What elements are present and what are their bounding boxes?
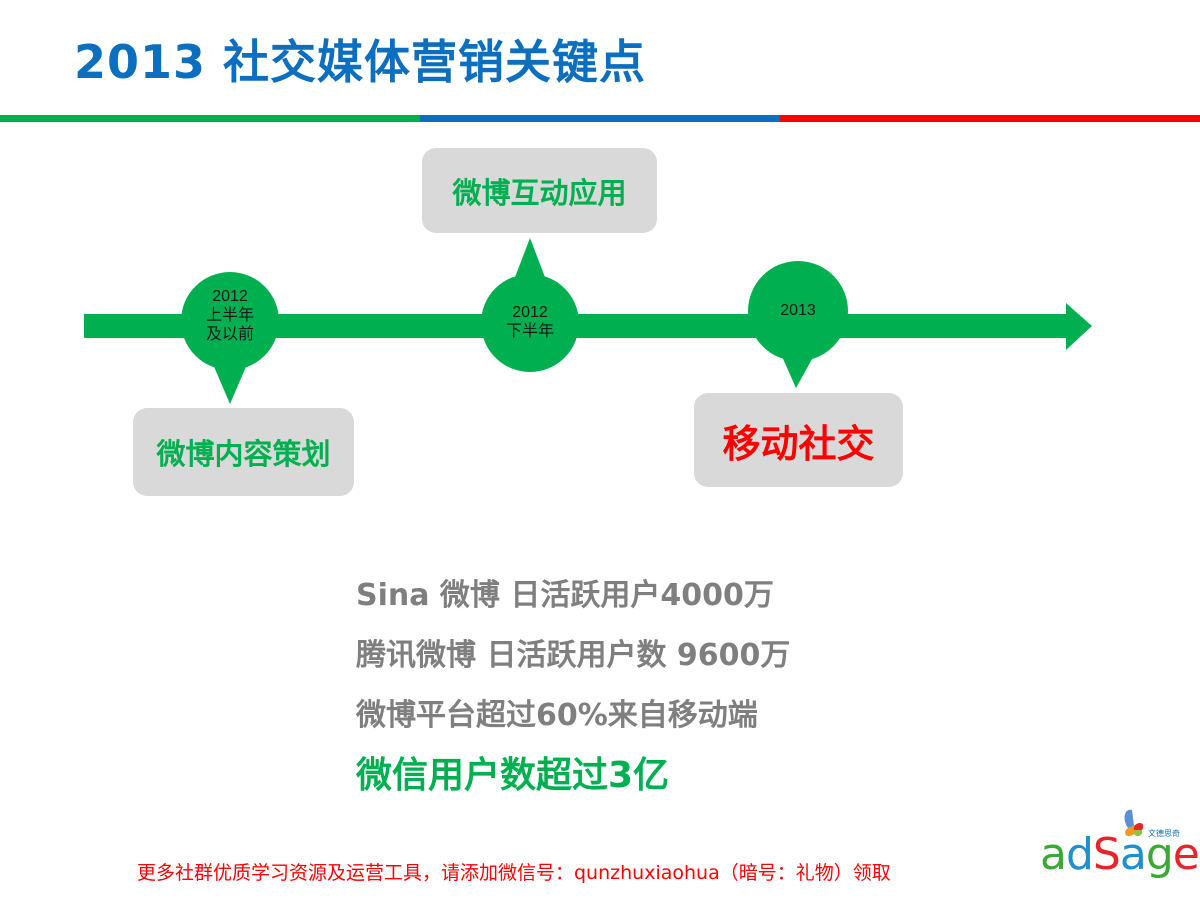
node-period: 上半年 [205,307,254,324]
node-label-2012-h2: 2012 下半年 [490,303,570,341]
pointer-down-icon [212,362,248,404]
pointer-down-icon [780,352,816,388]
node-label-2013: 2013 [758,301,838,320]
logo-subtitle: 文德思奇 [1148,829,1180,838]
timeline-arrowhead-icon [1066,303,1092,350]
callout-mobile-social: 移动社交 [694,393,903,487]
page-title: 2013 社交媒体营销关键点 [74,35,647,89]
node-year: 2012 [512,304,548,321]
stat-wechat-users: 微信用户数超过3亿 [356,755,670,796]
node-label-2012-h1: 2012 上半年 及以前 [190,287,270,344]
header-rule-red [780,115,1200,122]
stat-tencent-weibo-dau: 腾讯微博 日活跃用户数 9600万 [356,638,791,673]
logo-letter: a [1040,829,1067,880]
node-year: 2012 [212,288,248,305]
timeline-node-2013 [748,261,848,361]
timeline-node-2012-h1 [181,272,279,370]
stat-sina-weibo-dau: Sina 微博 日活跃用户4000万 [356,578,774,613]
logo-letter: e [1172,829,1200,880]
logo-letter: S [1092,829,1121,880]
stat-weibo-mobile-share: 微博平台超过60%来自移动端 [356,698,758,733]
header-rule-blue [420,115,780,122]
callout-weibo-interactive-apps: 微博互动应用 [422,148,657,233]
footer-note: 更多社群优质学习资源及运营工具，请添加微信号：qunzhuxiaohua（暗号：… [137,862,891,884]
node-period: 下半年 [505,323,554,340]
logo-letter: g [1145,829,1174,880]
timeline-node-2012-h2 [481,274,579,372]
adsage-logo: 文德思奇 adSage [1040,809,1200,882]
header-rule-green [0,115,420,122]
node-period-extra: 及以前 [205,326,254,343]
timeline-diagram [84,238,1092,404]
callout-weibo-content-planning: 微博内容策划 [133,408,354,496]
logo-wordmark: adSage [1040,829,1200,880]
stats-list: Sina 微博 日活跃用户4000万 腾讯微博 日活跃用户数 9600万 微博平… [356,574,790,814]
pointer-up-icon [512,238,548,285]
logo-letter: a [1119,829,1147,880]
butterfly-icon [1124,809,1144,837]
node-year: 2013 [780,302,816,319]
logo-letter: d [1065,829,1094,880]
